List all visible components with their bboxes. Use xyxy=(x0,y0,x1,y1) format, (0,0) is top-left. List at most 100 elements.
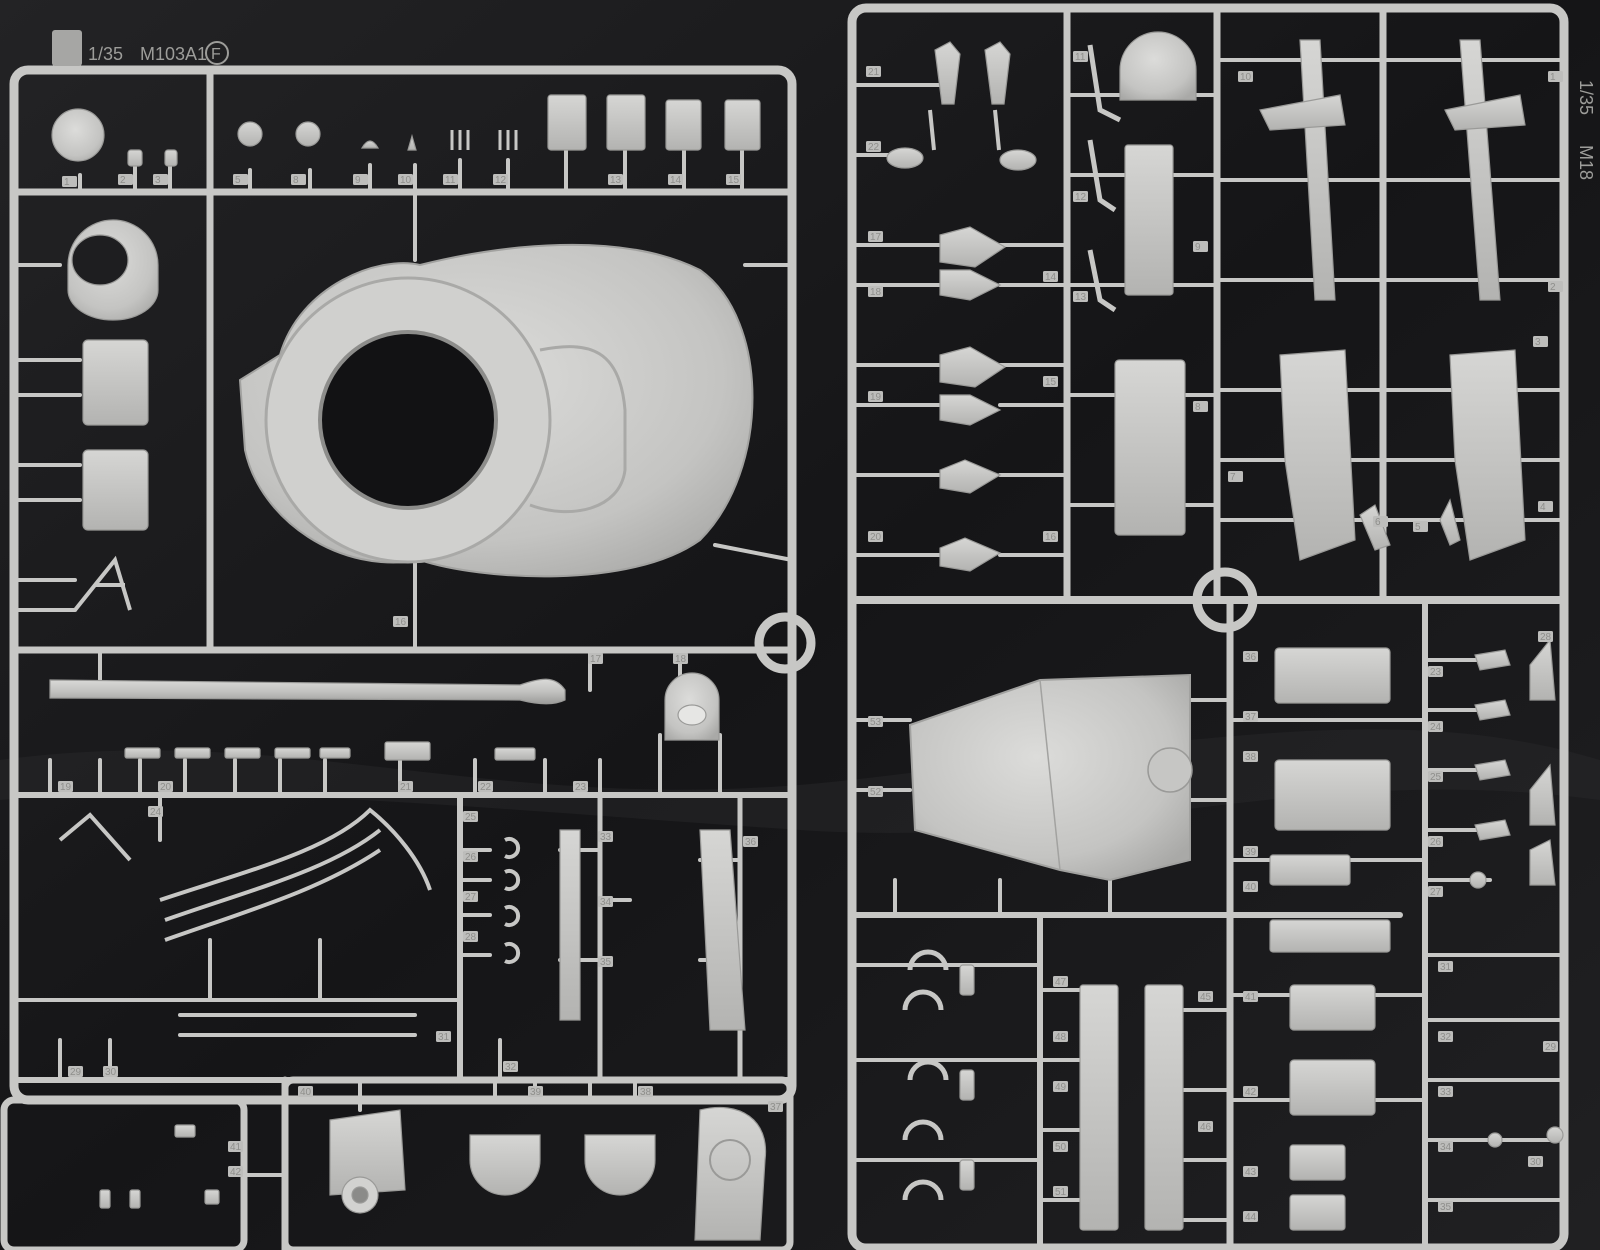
left-sprue xyxy=(0,65,816,1250)
part-number-tag xyxy=(743,836,758,847)
part-number: 7 xyxy=(1230,472,1236,483)
part-number: 21 xyxy=(868,67,880,78)
part-number: 21 xyxy=(400,782,412,793)
part-number-tag xyxy=(1438,961,1453,972)
part-number: 46 xyxy=(1200,1122,1212,1133)
part-number: 32 xyxy=(1440,1032,1452,1043)
part-number-tag xyxy=(1243,1086,1258,1097)
part-number: 3 xyxy=(155,175,161,186)
part-number: 44 xyxy=(1245,1212,1257,1223)
part-number-tag xyxy=(1053,976,1068,987)
part-number-tag xyxy=(528,1086,543,1097)
part-number: 36 xyxy=(1245,652,1257,663)
part-number-tag xyxy=(1238,71,1253,82)
part-number: 16 xyxy=(395,617,407,628)
part-number-tag xyxy=(503,1061,518,1072)
right-model-label: M18 xyxy=(1576,145,1596,180)
part-number-tag xyxy=(1428,886,1443,897)
part-number: 26 xyxy=(465,852,477,863)
part-number: 37 xyxy=(770,1102,782,1113)
part-number-tag xyxy=(228,1166,243,1177)
part-number-tag xyxy=(1053,1186,1068,1197)
part-number-tag xyxy=(58,781,73,792)
part-number-tag xyxy=(1053,1081,1068,1092)
part-number: 20 xyxy=(160,782,172,793)
part-number: 52 xyxy=(870,787,882,798)
part-number: 48 xyxy=(1055,1032,1067,1043)
part-number: 24 xyxy=(150,807,162,818)
part-number-tag xyxy=(1198,1121,1213,1132)
part-number-tag xyxy=(1438,1201,1453,1212)
part-number: 39 xyxy=(1245,847,1257,858)
part-number-tag xyxy=(638,1086,653,1097)
part-number: 49 xyxy=(1055,1082,1067,1093)
part-number: 22 xyxy=(868,142,880,153)
part-number-tag xyxy=(573,781,588,792)
part-number-tag xyxy=(1538,631,1553,642)
part-number-tag xyxy=(868,391,883,402)
part-number-tag xyxy=(1243,881,1258,892)
part-number-tag xyxy=(598,956,613,967)
part-number-tag xyxy=(103,1066,118,1077)
part-number-tag xyxy=(1533,336,1548,347)
part-number-tag xyxy=(1428,721,1443,732)
part-number: 37 xyxy=(1245,712,1257,723)
part-number-tag xyxy=(1053,1141,1068,1152)
part-number: 23 xyxy=(575,782,587,793)
part-number: 40 xyxy=(300,1087,312,1098)
left-model-label: M103A1 xyxy=(140,44,207,64)
part-number-tag xyxy=(598,831,613,842)
part-number: 6 xyxy=(1375,517,1381,528)
part-number: 4 xyxy=(1540,502,1546,513)
part-number-tag xyxy=(866,66,881,77)
part-number: 5 xyxy=(235,175,241,186)
part-number: 31 xyxy=(438,1032,450,1043)
part-number: 28 xyxy=(465,932,477,943)
part-number-tag xyxy=(478,781,493,792)
part-number: 34 xyxy=(600,897,612,908)
part-number: 9 xyxy=(1195,242,1201,253)
part-number: 35 xyxy=(600,957,612,968)
part-number-tag xyxy=(1073,51,1088,62)
part-number: 15 xyxy=(728,175,740,186)
part-number-tag xyxy=(393,616,408,627)
part-number: 32 xyxy=(505,1062,517,1073)
part-number-tag xyxy=(353,174,368,185)
part-number-tag xyxy=(1528,1156,1543,1167)
part-number-tag xyxy=(868,231,883,242)
part-number: 31 xyxy=(1440,962,1452,973)
part-number: 27 xyxy=(1430,887,1442,898)
part-number: 10 xyxy=(400,175,412,186)
part-number-tag xyxy=(868,716,883,727)
part-number-tag xyxy=(398,781,413,792)
part-number-tag xyxy=(493,174,508,185)
left-scale-label: 1/35 xyxy=(88,44,123,64)
part-number-tag xyxy=(1438,1031,1453,1042)
part-number: 2 xyxy=(120,175,126,186)
part-number-tag xyxy=(1198,991,1213,1002)
part-number-tag xyxy=(1043,531,1058,542)
part-number: 18 xyxy=(675,654,687,665)
part-number: 11 xyxy=(1075,52,1086,63)
part-number: 13 xyxy=(610,175,622,186)
part-number: 45 xyxy=(1200,992,1212,1003)
part-number: 18 xyxy=(870,287,882,298)
part-number-tag xyxy=(118,174,133,185)
part-number: 20 xyxy=(870,532,882,543)
part-number-tag xyxy=(1428,771,1443,782)
part-number-tag xyxy=(158,781,173,792)
part-number-tag xyxy=(1413,521,1428,532)
part-number: 16 xyxy=(1045,532,1057,543)
part-number: 40 xyxy=(1245,882,1257,893)
part-number: 51 xyxy=(1055,1187,1067,1198)
part-number: 42 xyxy=(230,1167,242,1178)
part-number-tag xyxy=(1243,651,1258,662)
part-number-tag xyxy=(1543,1041,1558,1052)
part-number: 53 xyxy=(870,717,882,728)
part-number-tag xyxy=(1053,1031,1068,1042)
part-number: 8 xyxy=(1195,402,1201,413)
part-number-tag xyxy=(153,174,168,185)
part-number-tag xyxy=(62,176,77,187)
